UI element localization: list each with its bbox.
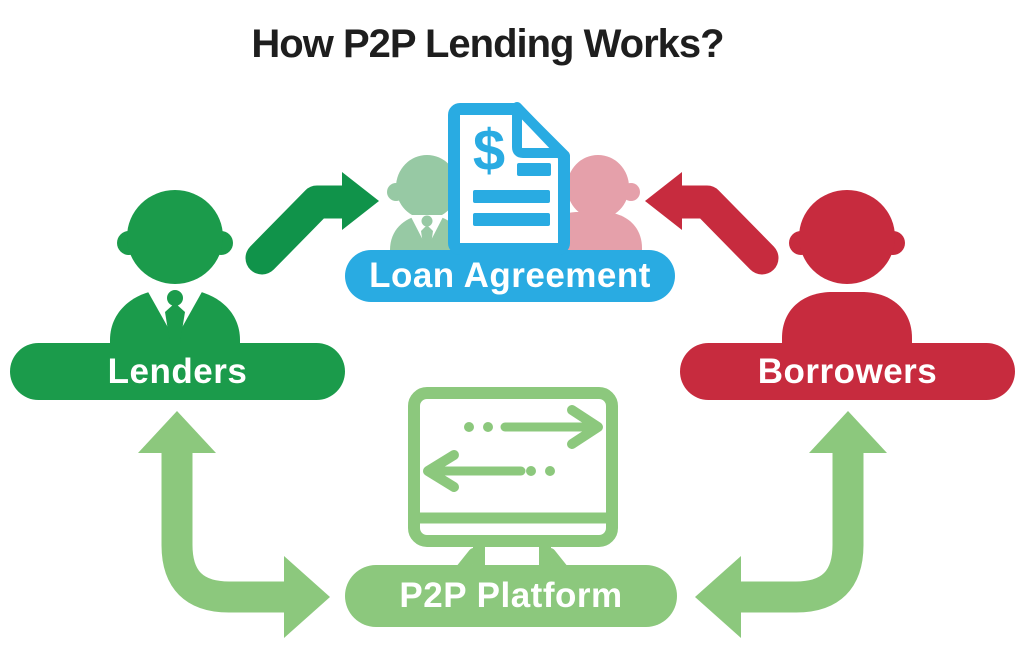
lenders-platform-double-arrow (138, 411, 330, 638)
loan-agreement-label-pill: Loan Agreement (345, 250, 675, 302)
loan-agreement-label: Loan Agreement (369, 256, 651, 295)
p2p-platform-label-pill: P2P Platform (345, 565, 677, 627)
borrowers-to-agreement-arrow (645, 172, 779, 275)
borrowers-label-pill: Borrowers (680, 343, 1015, 400)
page-title: How P2P Lending Works? (251, 21, 724, 66)
faded-lender-icon (387, 155, 467, 262)
lenders-to-agreement-arrow (245, 172, 379, 275)
lenders-label: Lenders (107, 351, 248, 391)
borrowers-label: Borrowers (757, 351, 938, 391)
transfer-left-arrow (423, 450, 555, 492)
borrowers-person-icon (782, 190, 912, 346)
borrowers-platform-double-arrow (695, 411, 887, 638)
transfer-right-arrow (464, 405, 603, 449)
lenders-businessman-icon (110, 190, 240, 346)
p2p-platform-label: P2P Platform (399, 576, 623, 615)
faded-borrower-icon (540, 155, 642, 262)
monitor-transfer-icon (408, 387, 618, 590)
lenders-label-pill: Lenders (10, 343, 345, 400)
